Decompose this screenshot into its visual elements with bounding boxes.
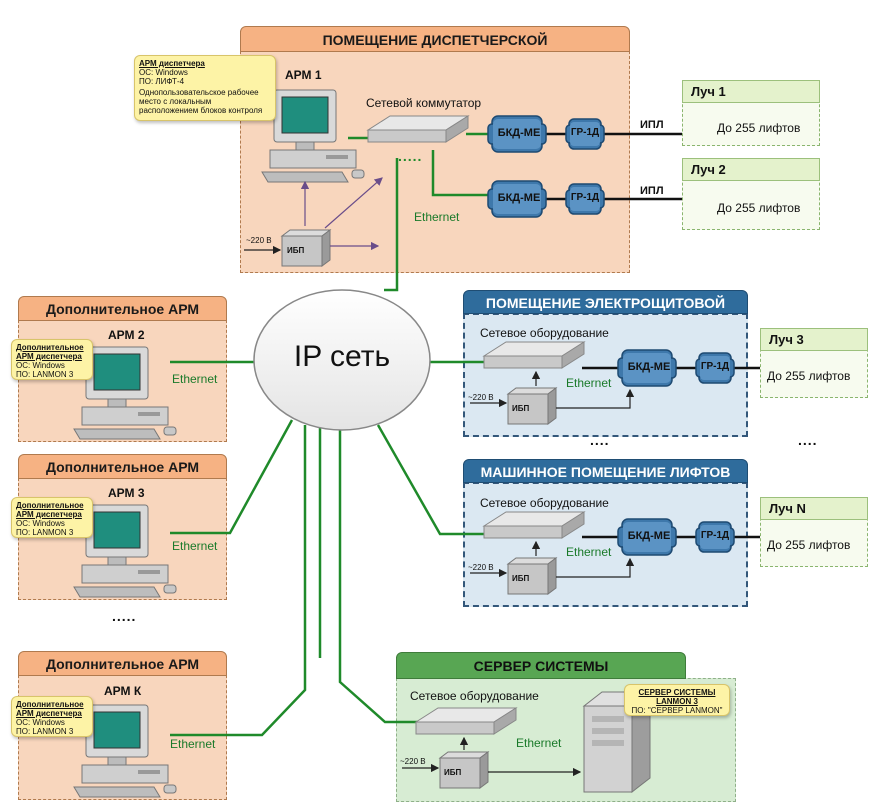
extra-arm-3-note-os: ОС: Windows (16, 519, 65, 528)
dispatcher-note-sw: ПО: ЛИФТ-4 (139, 77, 185, 86)
bkd-1-label: БКД-МЕ (497, 127, 541, 139)
extra-arm-3-note-title: Дополнительное АРМ диспетчера (16, 501, 84, 519)
electrical-gr-label: ГР-1Д (700, 361, 730, 372)
extra-arm-2-note-os: ОС: Windows (16, 361, 65, 370)
electrical-ups-voltage: ~220 В (468, 393, 494, 402)
extra-arm-3-note-sw: ПО: LANMON 3 (16, 528, 74, 537)
arm-2-ethernet: Ethernet (172, 372, 218, 386)
extra-arm-2-title: Дополнительное АРМ (18, 296, 227, 321)
ipl-2-label: ИПЛ (640, 185, 664, 197)
dispatch-room-title: ПОМЕЩЕНИЕ ДИСПЕТЧЕРСКОЙ (240, 26, 630, 52)
server-ethernet: Ethernet (516, 736, 562, 750)
extra-arm-2-note-sw: ПО: LANMON 3 (16, 370, 74, 379)
server-equipment-label: Сетевое оборудование (410, 689, 539, 703)
dispatcher-note-os: ОС: Windows (139, 68, 188, 77)
machine-ups-label: ИБП (512, 574, 530, 583)
ray-n-text: До 255 лифтов (767, 538, 851, 552)
arm-3-label: АРМ 3 (108, 486, 145, 500)
dispatch-ups-voltage: ~220 В (246, 236, 272, 245)
extra-arm-2-note: Дополнительное АРМ диспетчера ОС: Window… (11, 339, 93, 380)
ray-1-text: До 255 лифтов (717, 121, 801, 135)
server-ups-voltage: ~220 В (400, 757, 426, 766)
dispatcher-note: АРМ диспетчера ОС: Windows ПО: ЛИФТ-4 Од… (134, 55, 276, 121)
extra-arm-2-note-title: Дополнительное АРМ диспетчера (16, 343, 84, 361)
electrical-room-title: ПОМЕЩЕНИЕ ЭЛЕКТРОЩИТОВОЙ (463, 290, 748, 314)
ipl-1-label: ИПЛ (640, 119, 664, 131)
arm-1-label: АРМ 1 (285, 68, 322, 82)
ray-2-title: Луч 2 (682, 158, 820, 181)
server-ups-label: ИБП (444, 768, 462, 777)
ray-3-text: До 255 лифтов (767, 369, 851, 383)
ray-2: Луч 2 До 255 лифтов (682, 158, 820, 230)
bkd-2-label: БКД-МЕ (497, 192, 541, 204)
machine-ethernet: Ethernet (566, 545, 612, 559)
ip-network-label: IP сеть (293, 340, 391, 373)
electrical-ups-label: ИБП (512, 404, 530, 413)
server-note-sw: ПО: "СЕРВЕР LANMON" (631, 706, 723, 715)
server-title: СЕРВЕР СИСТЕМЫ (396, 652, 686, 679)
more-arms-dots: ..... (112, 608, 137, 624)
electrical-equipment-label: Сетевое оборудование (480, 326, 609, 340)
arm-2-label: АРМ 2 (108, 328, 145, 342)
extra-arm-k-note: Дополнительное АРМ диспетчера ОС: Window… (11, 696, 93, 737)
arm-k-label: АРМ К (104, 684, 142, 698)
extra-arm-k-title: Дополнительное АРМ (18, 651, 227, 676)
machine-equipment-label: Сетевое оборудование (480, 496, 609, 510)
dispatcher-note-desc: Однопользовательское рабочее место с лок… (139, 88, 263, 115)
machine-gr-label: ГР-1Д (700, 530, 730, 541)
ray-3: Луч 3 До 255 лифтов (760, 328, 868, 398)
machine-bkd-label: БКД-МЕ (627, 530, 671, 542)
dispatch-ups-label: ИБП (287, 246, 305, 255)
extra-arm-k-note-os: ОС: Windows (16, 718, 65, 727)
extra-arm-3-title: Дополнительное АРМ (18, 454, 227, 479)
ray-1-title: Луч 1 (682, 80, 820, 103)
ray-n: Луч N До 255 лифтов (760, 497, 868, 567)
rays-dots: .... (798, 432, 818, 448)
machine-ups-voltage: ~220 В (468, 563, 494, 572)
ray-2-text: До 255 лифтов (717, 201, 801, 215)
rooms-dots: .... (590, 432, 610, 448)
dispatcher-note-title: АРМ диспетчера (139, 59, 205, 68)
gr-2-label: ГР-1Д (570, 192, 600, 203)
ray-n-title: Луч N (760, 497, 868, 520)
server-note-title: СЕРВЕР СИСТЕМЫ LANMON 3 (638, 688, 716, 706)
extra-arm-k-note-title: Дополнительное АРМ диспетчера (16, 700, 84, 718)
server-note: СЕРВЕР СИСТЕМЫ LANMON 3 ПО: "СЕРВЕР LANM… (624, 684, 730, 716)
extra-arm-3-note: Дополнительное АРМ диспетчера ОС: Window… (11, 497, 93, 538)
dispatch-ethernet-label: Ethernet (414, 210, 460, 224)
extra-arm-k-note-sw: ПО: LANMON 3 (16, 727, 74, 736)
arm-3-ethernet: Ethernet (172, 539, 218, 553)
machine-room-title: МАШИННОЕ ПОМЕЩЕНИЕ ЛИФТОВ (463, 459, 748, 483)
arm-k-ethernet: Ethernet (170, 737, 216, 751)
electrical-ethernet: Ethernet (566, 376, 612, 390)
switch-label: Сетевой коммутатор (366, 96, 482, 110)
gr-1-label: ГР-1Д (570, 127, 600, 138)
switch-ports-dots: ..... (398, 148, 423, 164)
electrical-bkd-label: БКД-МЕ (627, 361, 671, 373)
ray-3-title: Луч 3 (760, 328, 868, 351)
ray-1: Луч 1 До 255 лифтов (682, 80, 820, 146)
